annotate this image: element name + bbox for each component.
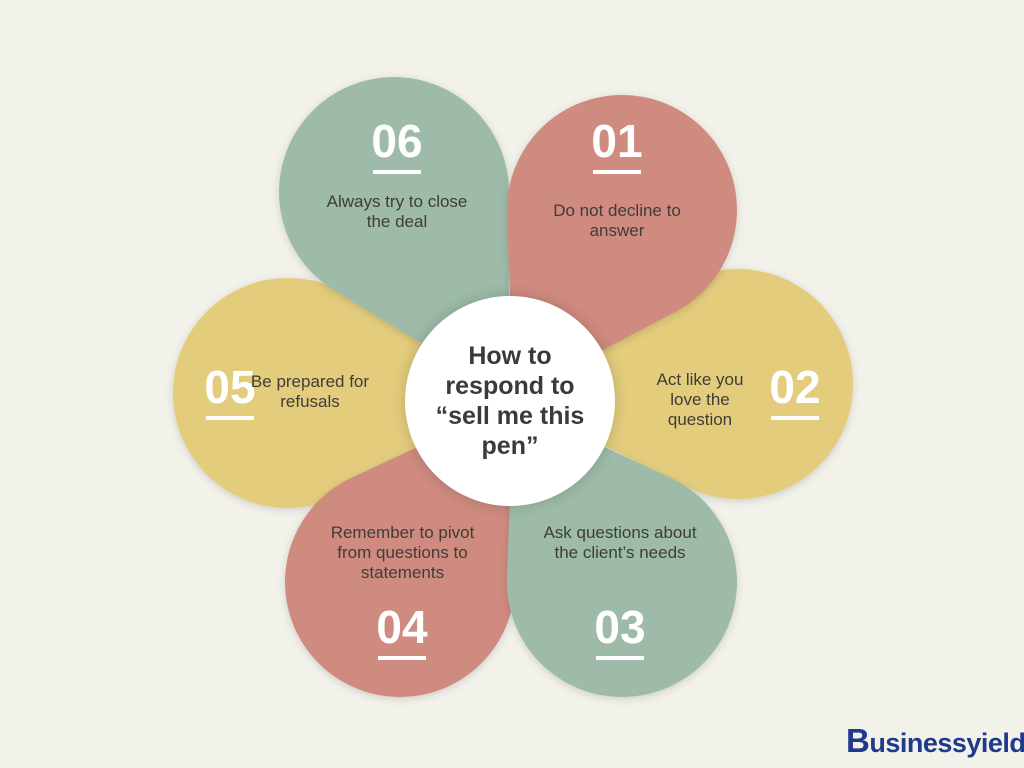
center-circle: How to respond to “sell me this pen”	[405, 296, 615, 506]
step-05-text: Be prepared for refusals	[250, 372, 370, 411]
logo-initial: B	[846, 722, 870, 759]
petal-05	[172, 278, 507, 508]
step-02-text: Act like you love the question	[656, 370, 744, 429]
step-01-number: 01	[557, 118, 677, 174]
step-06-text: Always try to close the deal	[326, 192, 468, 231]
step-03-number: 03	[560, 604, 680, 660]
step-05-number: 05	[170, 364, 290, 420]
diagram-title: How to respond to “sell me this pen”	[435, 342, 585, 460]
step-04-number: 04	[342, 604, 462, 660]
step-04-text: Remember to pivot from questions to stat…	[330, 523, 475, 582]
businessyield-logo: Businessyield	[846, 722, 1024, 760]
step-06-number: 06	[337, 118, 457, 174]
step-01-text: Do not decline to answer	[553, 201, 681, 240]
step-02-number: 02	[735, 364, 855, 420]
step-03-text: Ask questions about the client’s needs	[543, 523, 697, 562]
logo-text: usinessyield	[869, 728, 1024, 758]
